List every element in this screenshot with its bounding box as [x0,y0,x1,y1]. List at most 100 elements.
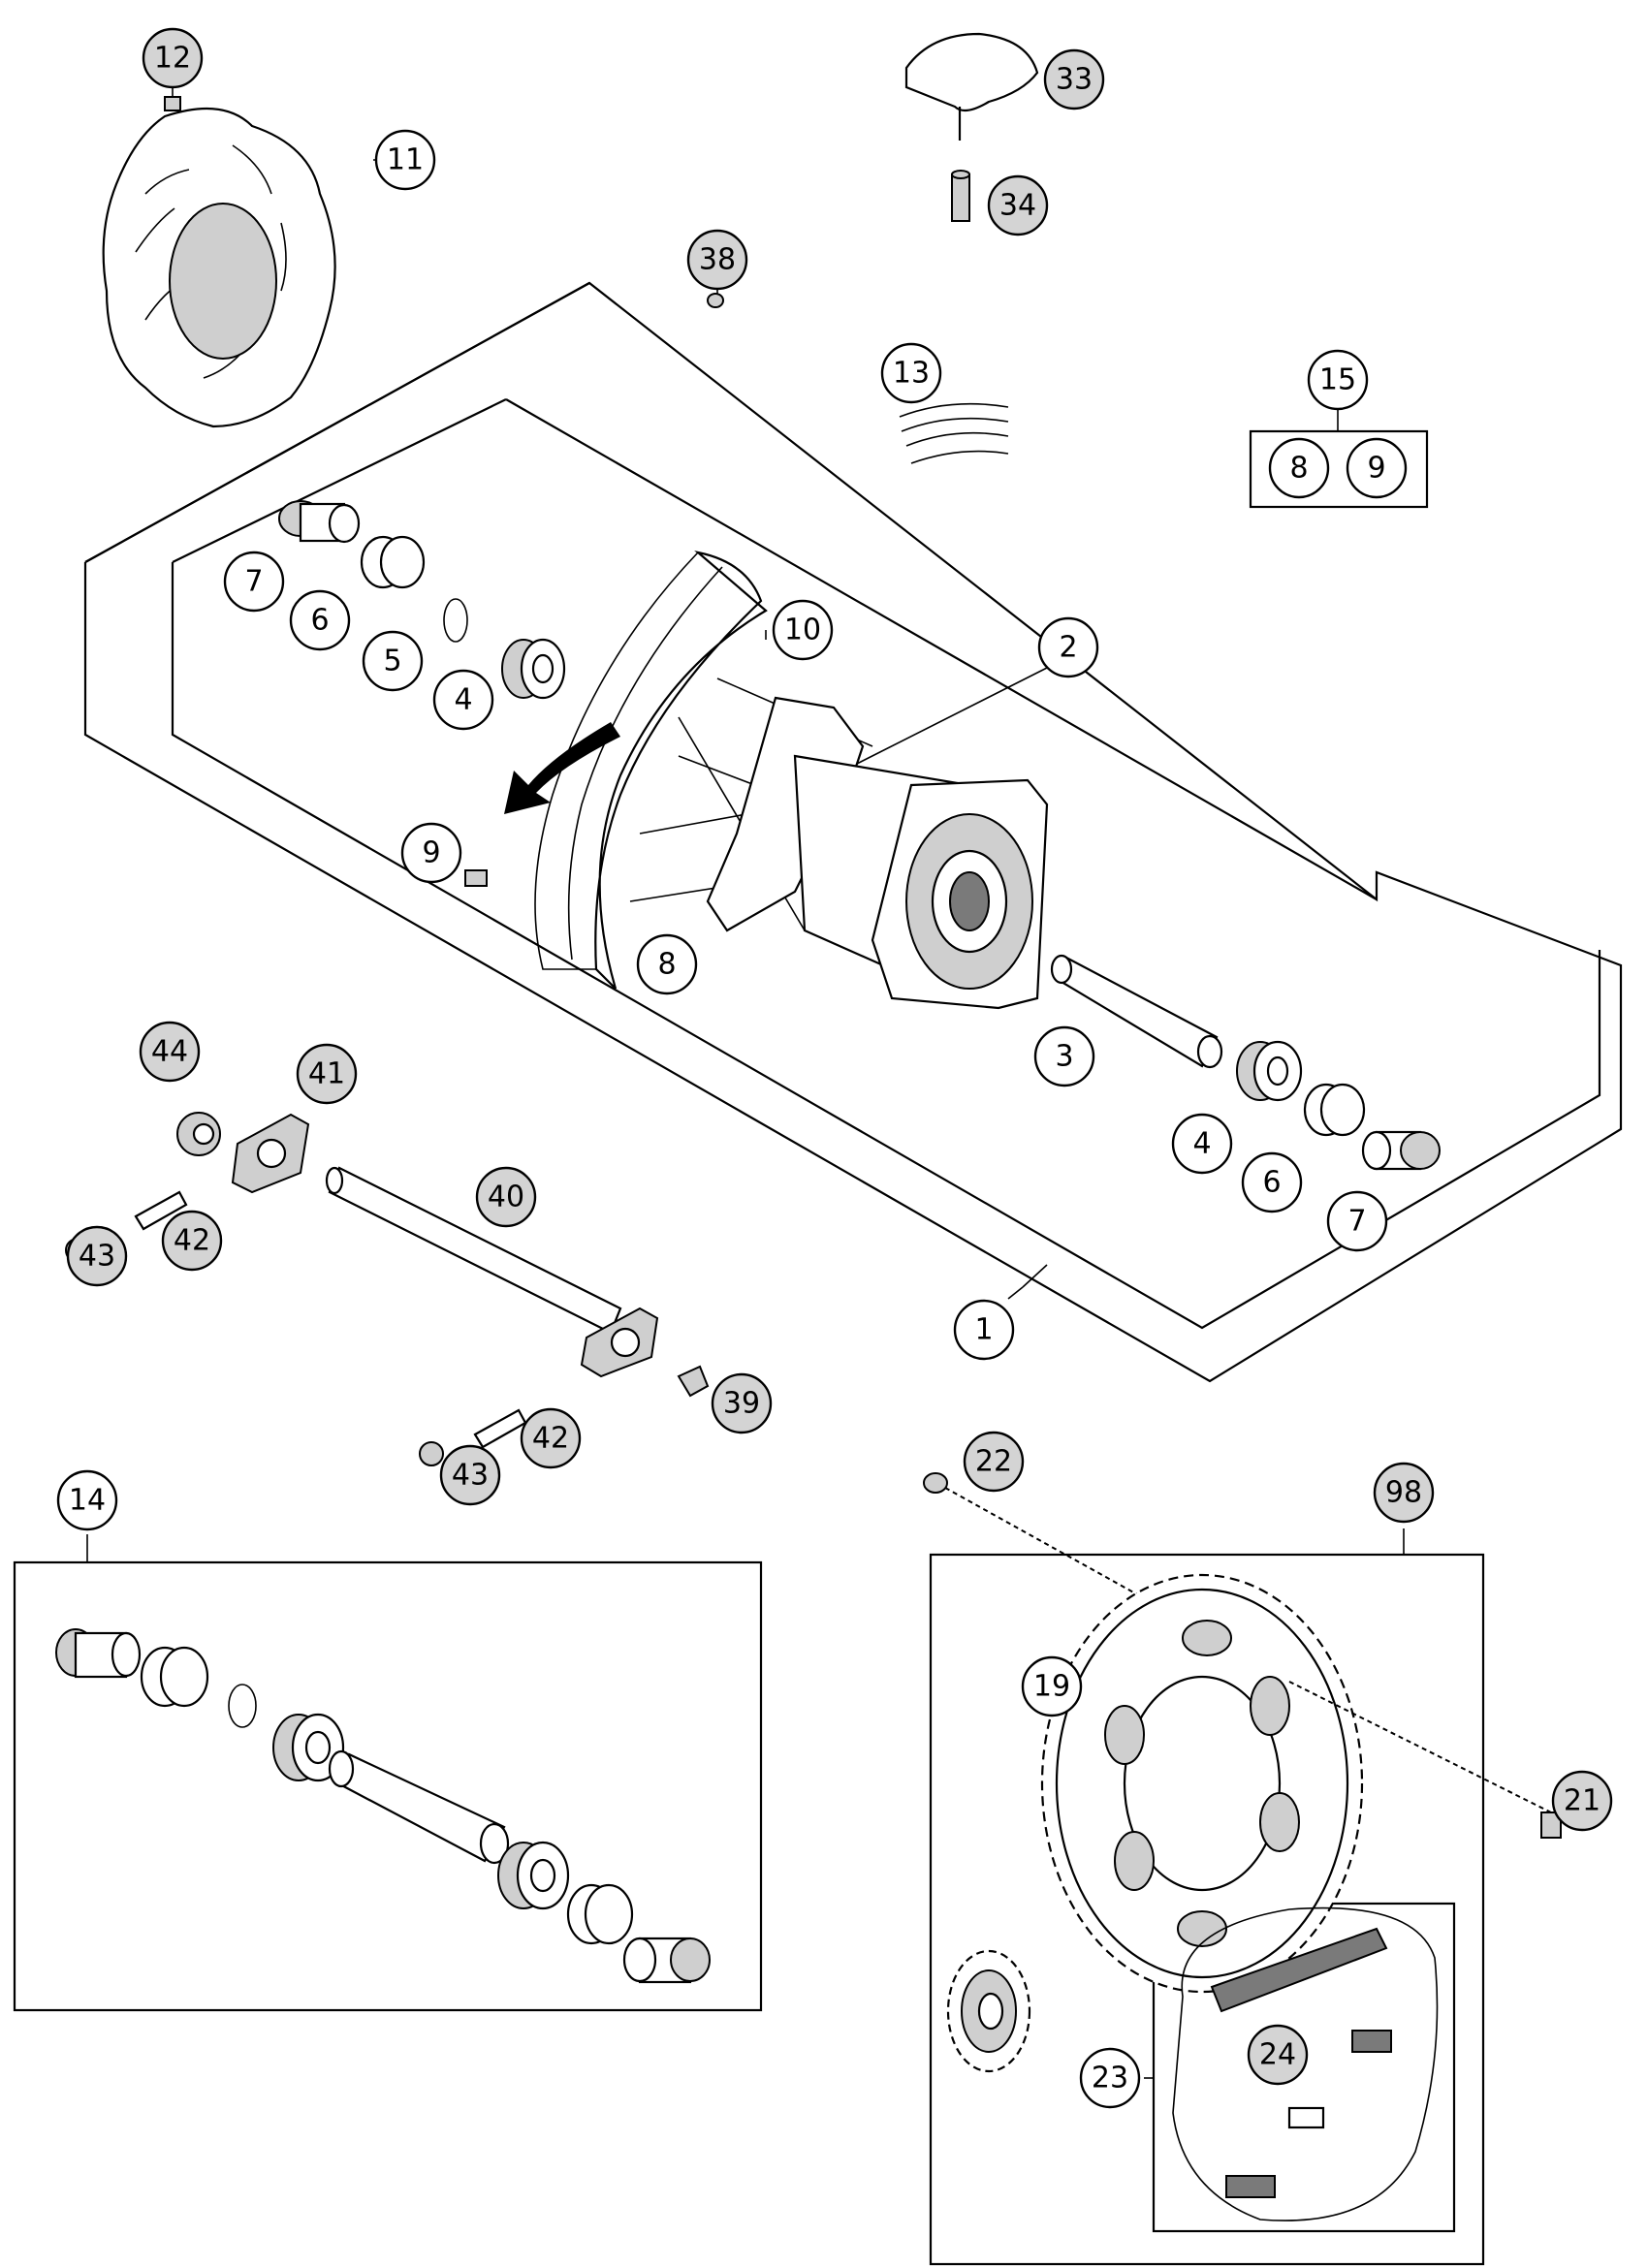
callout-circle [432,669,494,731]
callout-number: 42 [174,1224,210,1258]
callout-number: 4 [1192,1127,1211,1161]
parts [55,32,1562,2221]
screw-39 [677,1365,710,1398]
callout-circle [223,551,285,613]
callout-c7b: 7 [1326,1190,1388,1252]
kit-box-98 [929,1553,1485,2266]
callout-c42a: 42 [161,1210,223,1272]
callout-number: 38 [699,243,736,277]
callout-number: 21 [1564,1784,1600,1818]
callout-number: 44 [151,1035,188,1069]
callout-number: 19 [1033,1670,1070,1704]
callout-number: 40 [488,1181,524,1214]
callout-c40: 40 [475,1166,537,1228]
kit-box-14 [13,1560,763,2012]
callout-circle [1247,2024,1309,2086]
callout-circle [289,589,351,651]
callout-c10: 10 [772,599,834,661]
spoke-nipple-9 [464,869,488,887]
callout-circle [686,229,748,291]
brake-disc [102,107,336,428]
callout-c22: 22 [963,1431,1025,1493]
callout-c4a: 4 [432,669,494,731]
callout-c43b: 43 [439,1444,501,1506]
callout-number: 3 [1055,1040,1073,1074]
callout-circle [953,1299,1015,1361]
wheel-kit-outline [83,281,1623,1383]
callout-c43a: 43 [66,1225,128,1287]
distance-sleeve [1050,954,1223,1069]
callout-circle [1307,349,1369,411]
callout-number: 33 [1056,63,1093,97]
callout-circle [439,1444,501,1506]
callout-c8: 8 [636,933,698,995]
callout-c5: 5 [362,630,424,692]
callout-circle [296,1043,358,1105]
callout-number: 23 [1092,2062,1128,2095]
callout-c14: 14 [56,1469,118,1531]
callout-circle [1373,1462,1435,1524]
callout-c15: 15 [1307,349,1369,411]
callout-number: 1 [974,1313,993,1347]
callout-number: 6 [1262,1166,1281,1200]
callout-number: 4 [454,683,472,717]
callout-c19: 19 [1021,1655,1083,1717]
callout-circle [1551,1770,1613,1832]
callout-number: 10 [784,614,821,647]
callout-circle [1326,1190,1388,1252]
callout-circle [161,1210,223,1272]
callout-circle [1346,437,1408,499]
callout-c11: 11 [374,129,436,191]
callout-circle [1043,48,1105,110]
callout-c15a: 8 [1268,437,1330,499]
callout-number: 9 [1367,452,1385,486]
callout-c2: 2 [1037,616,1099,678]
callout-c44: 44 [139,1021,201,1083]
callout-c38: 38 [686,229,748,291]
chain [1172,1906,1439,2221]
callout-number: 7 [1347,1205,1366,1239]
rim [534,551,768,990]
bolt-12 [164,96,181,111]
callout-c13: 13 [880,342,942,404]
callout-c42b: 42 [520,1407,582,1469]
callout-number: 43 [79,1240,115,1274]
callout-c6a: 6 [289,589,351,651]
wheel-spindle [325,1166,659,1378]
callout-number: 9 [422,836,440,870]
callout-circle [1171,1113,1233,1175]
callout-circle [1079,2047,1141,2109]
callout-number: 2 [1059,631,1077,665]
left-bearing-stack [278,500,566,700]
callout-circle [1037,616,1099,678]
callout-circle [1033,1025,1095,1087]
callout-number: 13 [893,357,930,391]
callout-circle [1268,437,1330,499]
callout-number: 41 [308,1057,345,1091]
callout-number: 24 [1259,2038,1296,2072]
callout-circle [142,27,204,89]
callout-c98: 98 [1373,1462,1435,1524]
callout-number: 98 [1385,1476,1422,1510]
bolt-line-22 [944,1487,1164,1610]
rear-sprocket [1040,1573,1364,1994]
callout-number: 34 [999,189,1036,223]
axle-nut-and-adjuster [176,1112,310,1194]
callout-c7a: 7 [223,551,285,613]
callout-c1: 1 [953,1299,1015,1361]
callout-number: 7 [244,565,263,599]
nipple-38 [707,293,724,308]
front-sprocket [946,1949,1031,2073]
callout-number: 43 [452,1459,489,1493]
callout-number: 39 [723,1387,760,1421]
callout-c34: 34 [987,174,1049,236]
callout-circle [362,630,424,692]
callout-number: 11 [387,143,424,177]
callout-c12: 12 [142,27,204,89]
callout-c23: 23 [1079,2047,1141,2109]
callout-circle [987,174,1049,236]
callout-circle [400,822,462,884]
callout-circle [1021,1655,1083,1717]
callout-circle [475,1166,537,1228]
